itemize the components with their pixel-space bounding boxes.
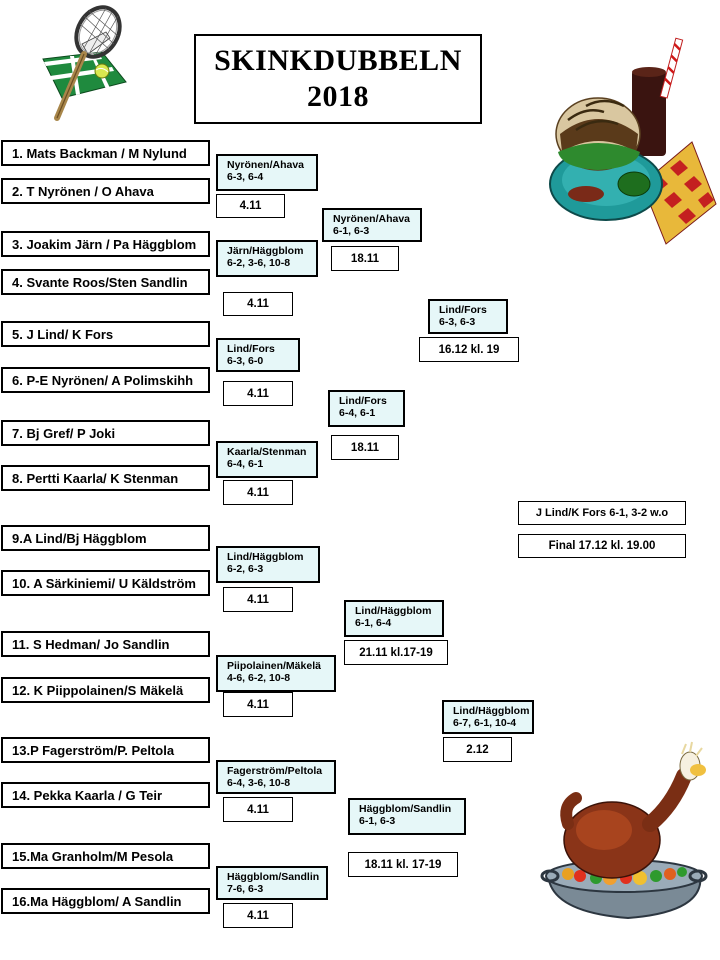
r2-match-4-result: Häggblom/Sandlin 6-1, 6-3	[348, 798, 466, 835]
r3-match-1-winner: Lind/Fors	[439, 304, 487, 316]
r1-match-6-result: Piipolainen/Mäkelä 4-6, 6-2, 10-8	[216, 655, 336, 692]
r3-match-2-winner: Lind/Häggblom	[453, 705, 530, 717]
r1-match-8-score: 7-6, 6-3	[227, 883, 264, 895]
team-6: 6. P-E Nyrönen/ A Polimskihh	[1, 367, 210, 393]
r1-match-4-winner: Kaarla/Stenman	[227, 446, 307, 458]
r2-match-1-winner: Nyrönen/Ahava	[333, 213, 411, 225]
team-10: 10. A Särkiniemi/ U Käldström	[1, 570, 210, 596]
r2-match-4-date: 18.11 kl. 17-19	[348, 852, 458, 877]
r1-match-4-score: 6-4, 6-1	[227, 458, 264, 470]
team-3: 3. Joakim Järn / Pa Häggblom	[1, 231, 210, 257]
r1-match-1-result: Nyrönen/Ahava 6-3, 6-4	[216, 154, 318, 191]
r1-match-4-result: Kaarla/Stenman 6-4, 6-1	[216, 441, 318, 478]
r1-match-6-date: 4.11	[223, 692, 293, 717]
team-16: 16.Ma Häggblom/ A Sandlin	[1, 888, 210, 914]
team-8: 8. Pertti Kaarla/ K Stenman	[1, 465, 210, 491]
team-9: 9.A Lind/Bj Häggblom	[1, 525, 210, 551]
r1-match-8-date: 4.11	[223, 903, 293, 928]
r2-match-2-date: 18.11	[331, 435, 399, 460]
team-14: 14. Pekka Kaarla / G Teir	[1, 782, 210, 808]
r1-match-2-date: 4.11	[223, 292, 293, 316]
r3-match-2-date: 2.12	[443, 737, 512, 762]
r3-match-1-date: 16.12 kl. 19	[419, 337, 519, 362]
r1-match-5-result: Lind/Häggblom 6-2, 6-3	[216, 546, 320, 583]
team-15: 15.Ma Granholm/M Pesola	[1, 843, 210, 869]
roast-turkey-icon	[540, 741, 708, 920]
burger-meal-icon	[549, 37, 717, 245]
r1-match-6-winner: Piipolainen/Mäkelä	[227, 660, 321, 672]
r2-match-3-date: 21.11 kl.17-19	[344, 640, 448, 665]
team-7: 7. Bj Gref/ P Joki	[1, 420, 210, 446]
r1-match-2-score: 6-2, 3-6, 10-8	[227, 257, 291, 269]
r2-match-4-winner: Häggblom/Sandlin	[359, 803, 452, 815]
team-2: 2. T Nyrönen / O Ahava	[1, 178, 210, 204]
r2-match-2-result: Lind/Fors 6-4, 6-1	[328, 390, 405, 427]
r1-match-3-winner: Lind/Fors	[227, 343, 275, 355]
r1-match-3-score: 6-3, 6-0	[227, 355, 264, 367]
title-line2: 2018	[307, 80, 369, 113]
team-5: 5. J Lind/ K Fors	[1, 321, 210, 347]
r2-match-3-score: 6-1, 6-4	[355, 617, 392, 629]
r1-match-4-date: 4.11	[223, 480, 293, 505]
team-4: 4. Svante Roos/Sten Sandlin	[1, 269, 210, 295]
r3-match-2-result: Lind/Häggblom 6-7, 6-1, 10-4	[442, 700, 534, 734]
r1-match-7-date: 4.11	[223, 797, 293, 822]
page-title: SKINKDUBBELN 2018	[194, 34, 482, 124]
r2-match-1-score: 6-1, 6-3	[333, 225, 370, 237]
r2-match-1-date: 18.11	[331, 246, 399, 271]
r1-match-7-score: 6-4, 3-6, 10-8	[227, 777, 291, 789]
r1-match-1-score: 6-3, 6-4	[227, 171, 264, 183]
r1-match-8-result: Häggblom/Sandlin 7-6, 6-3	[216, 866, 328, 900]
r2-match-4-score: 6-1, 6-3	[359, 815, 396, 827]
r1-match-1-date: 4.11	[216, 194, 285, 218]
final-result: J Lind/K Fors 6-1, 3-2 w.o	[518, 501, 686, 525]
final-date: Final 17.12 kl. 19.00	[518, 534, 686, 558]
r1-match-5-date: 4.11	[223, 587, 293, 612]
r1-match-5-winner: Lind/Häggblom	[227, 551, 304, 563]
title-line1: SKINKDUBBELN	[214, 44, 462, 77]
r1-match-5-score: 6-2, 6-3	[227, 563, 264, 575]
r1-match-8-winner: Häggblom/Sandlin	[227, 871, 320, 883]
r1-match-2-winner: Järn/Häggblom	[227, 245, 304, 257]
team-1: 1. Mats Backman / M Nylund	[1, 140, 210, 166]
team-11: 11. S Hedman/ Jo Sandlin	[1, 631, 210, 657]
r1-match-2-result: Järn/Häggblom 6-2, 3-6, 10-8	[216, 240, 318, 277]
r2-match-3-result: Lind/Häggblom 6-1, 6-4	[344, 600, 444, 637]
team-12: 12. K Piippolainen/S Mäkelä	[1, 677, 210, 703]
r3-match-1-score: 6-3, 6-3	[439, 316, 476, 328]
tennis-racket-icon	[42, 5, 127, 121]
r1-match-3-date: 4.11	[223, 381, 293, 406]
r1-match-7-result: Fagerström/Peltola 6-4, 3-6, 10-8	[216, 760, 336, 794]
r1-match-7-winner: Fagerström/Peltola	[227, 765, 323, 777]
r1-match-6-score: 4-6, 6-2, 10-8	[227, 672, 291, 684]
r2-match-3-winner: Lind/Häggblom	[355, 605, 432, 617]
r3-match-1-result: Lind/Fors 6-3, 6-3	[428, 299, 508, 334]
r1-match-3-result: Lind/Fors 6-3, 6-0	[216, 338, 300, 372]
r1-match-1-winner: Nyrönen/Ahava	[227, 159, 305, 171]
r2-match-2-score: 6-4, 6-1	[339, 407, 376, 419]
r2-match-1-result: Nyrönen/Ahava 6-1, 6-3	[322, 208, 422, 242]
r3-match-2-score: 6-7, 6-1, 10-4	[453, 717, 517, 729]
team-13: 13.P Fagerström/P. Peltola	[1, 737, 210, 763]
r2-match-2-winner: Lind/Fors	[339, 395, 387, 407]
